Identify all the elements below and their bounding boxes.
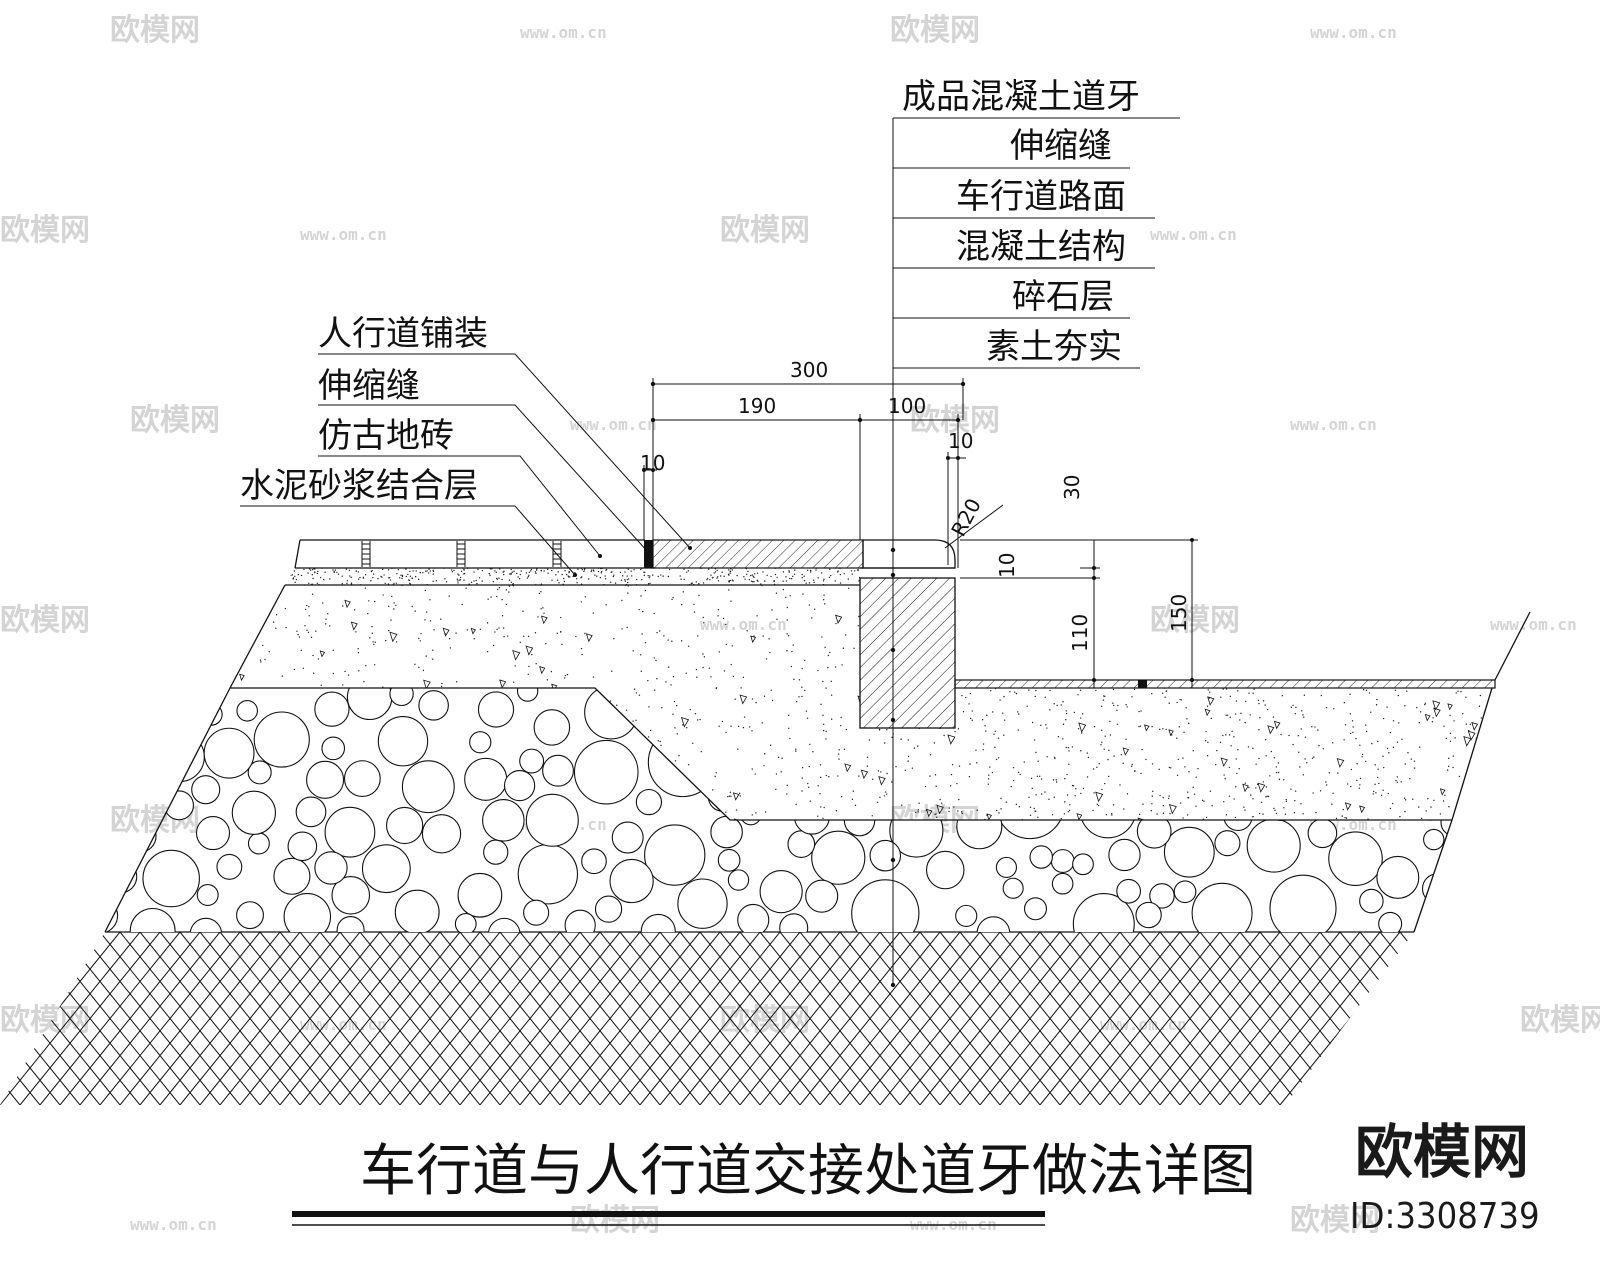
dim-10-left: 10 <box>640 451 665 475</box>
brand-logo-id: ID:3308739 <box>1350 1196 1540 1237</box>
label-sidewalk-paving: 人行道铺装 <box>318 314 488 354</box>
dim-30: 30 <box>1060 475 1084 500</box>
label-gravel-layer: 碎石层 <box>1012 277 1114 317</box>
label-precast-curb: 成品混凝土道牙 <box>902 77 1140 117</box>
watermark-url: www.om.cn <box>130 1215 217 1234</box>
dim-110: 110 <box>1068 614 1092 652</box>
label-expansion-joint-r: 伸缩缝 <box>1010 126 1112 166</box>
concrete-curb <box>859 539 956 729</box>
dim-r20: R20 <box>946 494 986 540</box>
watermark-brand: 欧模网 <box>890 13 980 48</box>
label-mortar-bed: 水泥砂浆结合层 <box>240 466 478 506</box>
watermark-brand: 欧模网 <box>1290 1203 1380 1238</box>
watermark-url: www.om.cn <box>1150 225 1237 244</box>
watermark-url: www.om.cn <box>1100 1015 1187 1034</box>
watermark-url: www.om.cn <box>1490 615 1577 634</box>
carriageway-pavement <box>954 611 1531 933</box>
watermark-brand: 欧模网 <box>130 403 220 438</box>
watermark-url: www.om.cn <box>1310 23 1397 42</box>
watermark-layer: 欧模网 www.om.cn 欧模网 www.om.cn 欧模网 www.om.cn 欧模网 w… <box>0 13 1600 1238</box>
watermark-brand: 欧模网 <box>0 213 90 248</box>
label-expansion-joint-l: 伸缩缝 <box>318 366 420 406</box>
watermark-url: www.om.cn <box>1290 415 1377 434</box>
reference-line <box>890 118 896 988</box>
label-antique-tile: 仿古地砖 <box>318 416 454 456</box>
watermark-brand: 欧模网 <box>1150 603 1240 638</box>
label-road-surface: 车行道路面 <box>956 177 1126 217</box>
watermark-url: www.om.cn <box>520 23 607 42</box>
right-labels: 成品混凝土道牙 伸缩缝 车行道路面 混凝土结构 碎石层 素土夯实 <box>893 77 1180 369</box>
dim-100: 100 <box>888 394 926 418</box>
watermark-brand: 欧模网 <box>720 213 810 248</box>
label-concrete-structure: 混凝土结构 <box>956 227 1126 267</box>
gravel-layer <box>104 687 1452 933</box>
watermark-url: www.om.cn <box>300 225 387 244</box>
dim-10-height: 10 <box>995 553 1019 578</box>
mortar-bed-layer <box>285 567 860 586</box>
watermark-brand: 欧模网 <box>0 1003 90 1038</box>
watermark-brand: 欧模网 <box>110 13 200 48</box>
drawing-title: 车行道与人行道交接处道牙做法详图 <box>360 1139 1256 1204</box>
expansion-joint-sidewalk <box>644 540 653 568</box>
sidewalk-paving <box>294 539 864 569</box>
watermark-url: www.om.cn <box>570 415 657 434</box>
watermark-url: www.om.cn <box>700 615 787 634</box>
curb-top-paving <box>652 539 864 569</box>
watermark-brand: 欧模网 <box>0 603 90 638</box>
label-compacted-soil: 素土夯实 <box>986 327 1122 367</box>
expansion-joint-road <box>1138 680 1147 688</box>
dim-300: 300 <box>790 358 828 382</box>
dim-150: 150 <box>1167 594 1191 632</box>
dim-10-right: 10 <box>948 429 973 453</box>
watermark-url: www.om.cn <box>300 1015 387 1034</box>
dimensions: 300 190 100 10 10 R20 30 10 110 150 <box>640 358 1198 688</box>
brand-logo-text: 欧模网 <box>1355 1118 1529 1186</box>
left-labels: 人行道铺装 伸缩缝 仿古地砖 水泥砂浆结合层 <box>240 314 692 577</box>
watermark-brand: 欧模网 <box>1520 1003 1600 1038</box>
watermark-brand: 欧模网 <box>570 1203 660 1238</box>
dim-190: 190 <box>738 394 776 418</box>
watermark-brand: 欧模网 <box>720 1003 810 1038</box>
